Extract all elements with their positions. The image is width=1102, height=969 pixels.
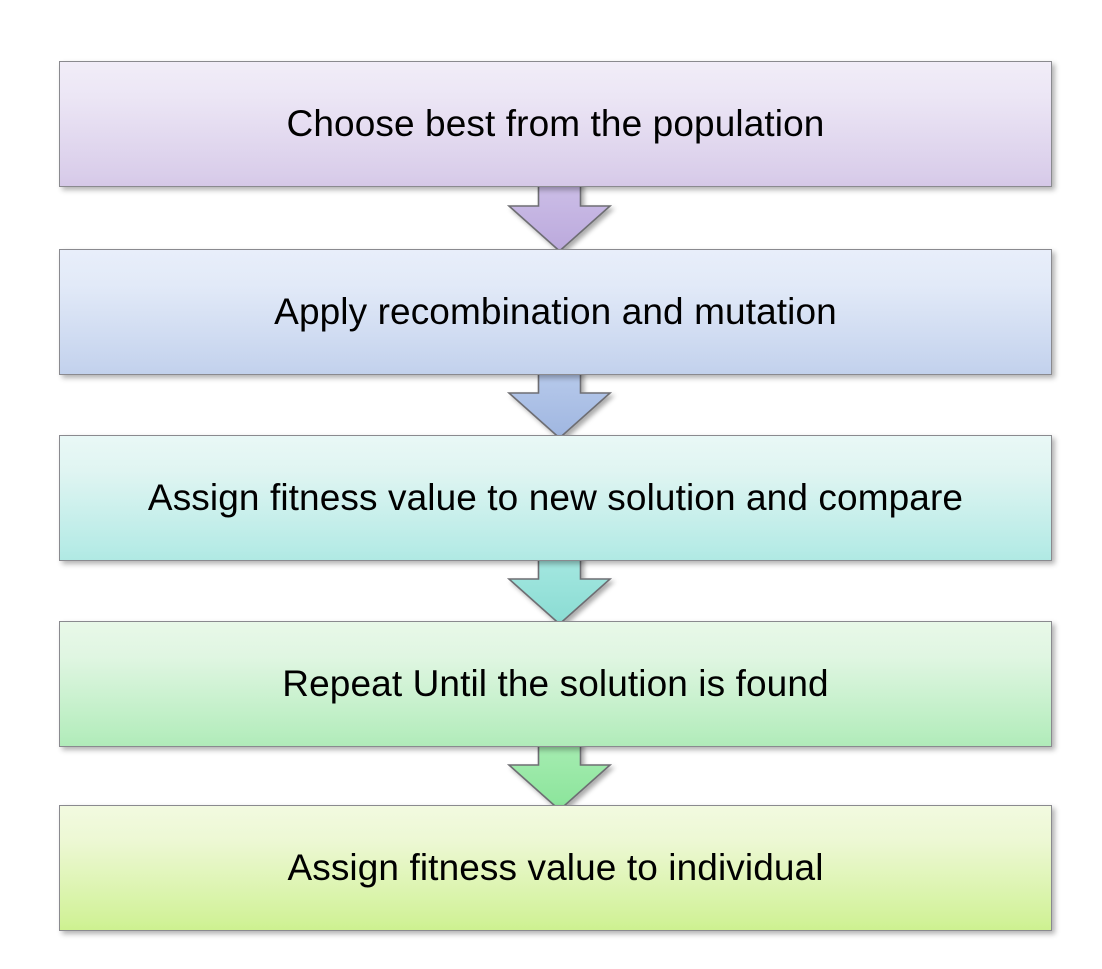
connector-arrow-down-4: [506, 738, 613, 812]
flow-step-label: Repeat Until the solution is found: [282, 662, 829, 704]
arrow-shape: [506, 179, 613, 253]
flow-step-label: Assign fitness value to new solution and…: [147, 476, 964, 518]
connector-arrow-down-3: [506, 552, 613, 626]
arrow-shape: [506, 738, 613, 812]
flow-step-label: Choose best from the population: [286, 102, 825, 144]
flow-step-assign-fitness-value-to-individual[interactable]: Assign fitness value to individual: [59, 805, 1052, 931]
flow-step-label: Apply recombination and mutation: [274, 290, 837, 332]
flow-step-label: Assign fitness value to individual: [287, 846, 824, 888]
arrow-shape: [506, 552, 613, 626]
flow-step-choose-best-from-the-population[interactable]: Choose best from the population: [59, 61, 1052, 187]
connector-arrow-down-1: [506, 179, 613, 253]
flow-step-repeat-until-the-solution-is-found[interactable]: Repeat Until the solution is found: [59, 621, 1052, 747]
connector-arrow-down-2: [506, 366, 613, 440]
flow-step-apply-recombination-and-mutation[interactable]: Apply recombination and mutation: [59, 249, 1052, 375]
flow-step-assign-fitness-value-to-new-solution-and-compare[interactable]: Assign fitness value to new solution and…: [59, 435, 1052, 561]
arrow-shape: [506, 366, 613, 440]
